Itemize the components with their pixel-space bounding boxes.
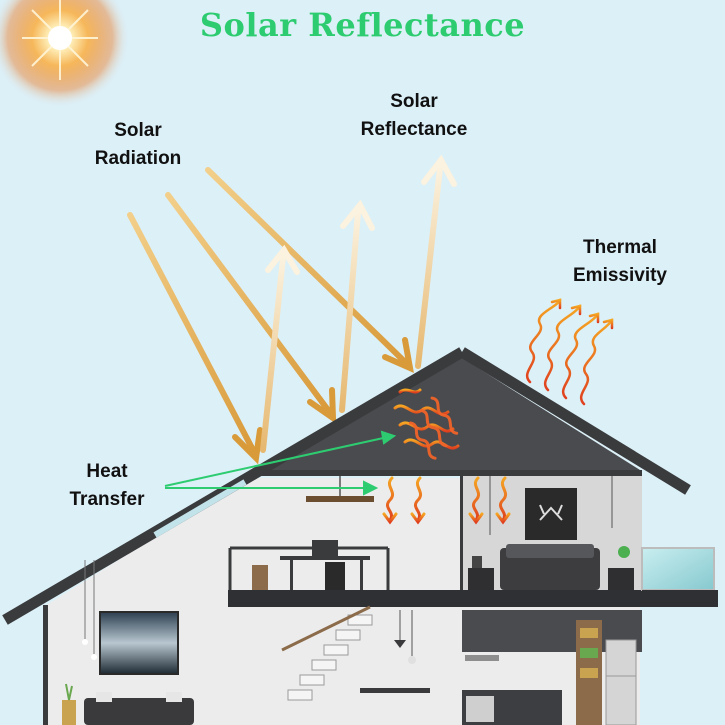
- skylight: [153, 479, 247, 538]
- label-heat-transfer-line1: Heat: [86, 461, 128, 482]
- roof-right: [459, 347, 691, 495]
- label-solar-radiation-line1: Solar: [114, 120, 162, 141]
- reflect-arrow-3: [415, 154, 457, 369]
- wall-painting: [99, 611, 179, 675]
- reflect-arrow-2: [339, 199, 375, 413]
- radiation-arrow-2: [165, 192, 337, 424]
- thermal-emissivity-waves: [525, 298, 614, 406]
- room-heat-waves: [382, 476, 511, 525]
- ceiling-beam: [250, 470, 642, 476]
- solar-reflectance-arrows: [260, 154, 457, 453]
- radiation-arrow-1: [127, 212, 263, 465]
- solar-radiation-arrows: [127, 167, 414, 465]
- kitchen: [360, 610, 642, 725]
- bedroom: [468, 488, 634, 590]
- sun-icon: [0, 0, 130, 108]
- label-solar-reflectance-line1: Solar: [390, 91, 438, 112]
- left-wall: [43, 605, 48, 725]
- loft-railing: [228, 546, 390, 590]
- label-thermal-emissivity-line2: Emissivity: [573, 265, 667, 286]
- attic-heat-waves-glow: [408, 396, 459, 460]
- sofa: [84, 698, 194, 725]
- label-thermal-emissivity: Thermal Emissivity: [555, 234, 685, 290]
- label-solar-radiation: Solar Radiation: [78, 117, 198, 173]
- label-heat-transfer: Heat Transfer: [48, 458, 166, 514]
- heat-transfer-arrows: [164, 430, 397, 496]
- label-heat-transfer-line2: Transfer: [69, 489, 145, 510]
- living-room: [62, 560, 194, 725]
- radiation-arrow-3: [205, 167, 414, 374]
- label-solar-radiation-line2: Radiation: [94, 148, 182, 169]
- label-solar-reflectance-line2: Reflectance: [360, 119, 468, 140]
- balcony: [641, 547, 718, 604]
- label-thermal-emissivity-line1: Thermal: [583, 237, 657, 258]
- page-title: Solar Reflectance: [199, 6, 526, 44]
- label-solar-reflectance: Solar Reflectance: [344, 88, 484, 144]
- pendant-lamp: [306, 476, 374, 502]
- reflect-arrow-1: [260, 244, 300, 453]
- stair-rail: [281, 605, 371, 652]
- desk: [252, 540, 370, 590]
- loft-floor: [228, 590, 718, 607]
- staircase: [287, 614, 373, 701]
